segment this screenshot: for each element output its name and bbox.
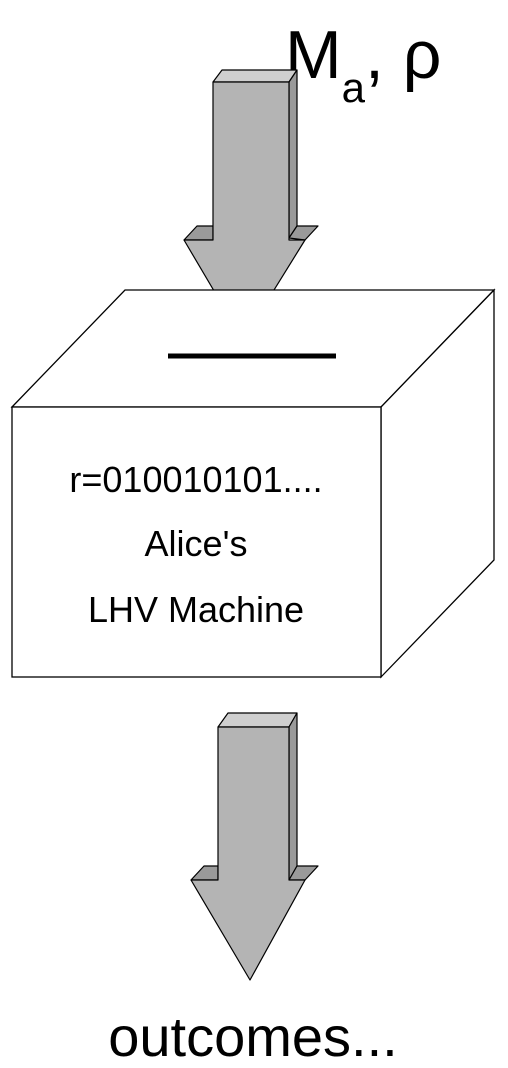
input-label: Ma, ρ — [285, 17, 441, 111]
input-label-rest: , ρ — [365, 17, 441, 93]
output-arrow-side-face — [288, 712, 298, 881]
machine-label-line1: r=010010101.... — [69, 459, 322, 500]
output-arrow-left-shoulder — [190, 865, 219, 881]
machine-box — [10, 288, 496, 679]
machine-label-line2: Alice's — [145, 523, 248, 564]
output-label: outcomes... — [108, 1005, 397, 1068]
output-arrow-front — [190, 726, 306, 981]
input-label-subscript: a — [342, 64, 366, 111]
input-arrow-top-face — [212, 69, 298, 83]
input-arrow — [183, 69, 319, 341]
machine-label-line3: LHV Machine — [88, 589, 304, 630]
input-arrow-side-face — [288, 69, 298, 239]
input-arrow-left-shoulder — [183, 225, 214, 241]
output-arrow — [190, 712, 319, 981]
input-arrow-right-shoulder — [288, 225, 319, 241]
output-arrow-top-face — [217, 712, 298, 728]
machine-box-front-face — [11, 406, 382, 678]
